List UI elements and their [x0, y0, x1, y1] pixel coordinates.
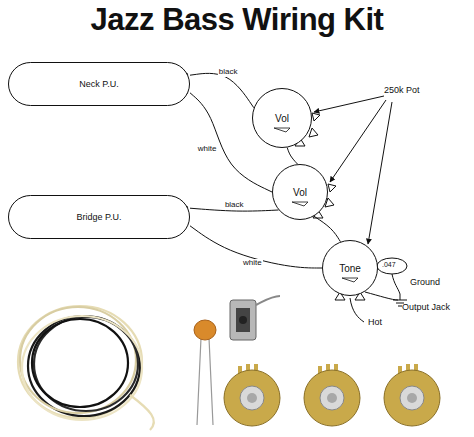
capacitor-part	[194, 320, 216, 340]
pot-outline	[323, 241, 378, 296]
pot-circle: Tone	[322, 240, 378, 296]
callout-leaders	[330, 100, 386, 182]
pot-parts	[224, 370, 280, 426]
jack-wires	[400, 294, 401, 300]
pot-parts	[327, 393, 337, 403]
pot-circle: Vol	[252, 88, 312, 148]
title: Jazz Bass Wiring Kit	[0, 2, 474, 38]
output-jack-part	[236, 308, 250, 332]
pot-parts	[224, 364, 280, 426]
pot-parts	[384, 370, 440, 426]
pot-lugs	[312, 113, 320, 121]
pot-lugs	[309, 128, 318, 137]
wire-coil	[22, 316, 142, 420]
pickup-box: Neck P.U.	[8, 62, 190, 106]
pickup-outline	[9, 196, 190, 239]
pot-parts	[320, 386, 344, 410]
pot-outline	[253, 89, 312, 148]
pot-parts	[407, 393, 417, 403]
pot-parts	[304, 370, 360, 426]
capacitor-part	[197, 338, 213, 425]
output-jack-part	[239, 316, 247, 324]
wire	[190, 226, 322, 268]
part-label: Output Jack	[402, 303, 450, 313]
node-label: Tone	[339, 263, 361, 274]
pot-parts	[224, 364, 440, 426]
pot-circle: Vol	[272, 164, 328, 220]
node-label: Vol	[275, 113, 289, 124]
wire	[190, 73, 254, 107]
wire-coil	[18, 306, 154, 430]
output-jack-part	[230, 296, 280, 340]
output-jack-part	[256, 296, 280, 305]
wire-color-label: black	[224, 201, 245, 210]
wire	[314, 216, 340, 241]
wire-color-label: black	[218, 68, 239, 77]
pot-parts	[240, 386, 264, 410]
jack-wires	[365, 292, 398, 300]
part-label: Hot	[368, 318, 382, 328]
part-label: 250k Pot	[384, 86, 420, 96]
node-label: Neck P.U.	[79, 79, 118, 89]
wire-coil	[130, 395, 154, 430]
capacitor-symbol	[377, 258, 407, 294]
pickup-outline	[9, 63, 190, 106]
part-label: .047	[382, 261, 396, 269]
part-label: Ground	[410, 278, 440, 288]
capacitor-symbol	[377, 258, 407, 274]
jack-wires	[350, 298, 364, 322]
capacitor-symbol	[392, 274, 400, 294]
wiper-symbol	[292, 202, 308, 206]
callout-leaders	[314, 96, 392, 244]
pot-parts	[384, 364, 440, 426]
pot-lugs	[328, 184, 336, 192]
pot-parts	[247, 393, 257, 403]
wire-color-label: white	[242, 259, 263, 268]
wire	[287, 148, 297, 165]
callout-leaders	[368, 102, 392, 244]
pot-parts	[400, 386, 424, 410]
wiper-symbol	[274, 128, 290, 132]
pot-outline	[273, 165, 328, 220]
wiper-symbol	[342, 278, 358, 282]
pickup-box: Bridge P.U.	[8, 195, 190, 239]
node-label: Vol	[293, 187, 307, 198]
wire-coil	[20, 307, 136, 413]
capacitor-part	[194, 320, 216, 425]
node-label: Bridge P.U.	[77, 212, 122, 222]
pot-parts	[304, 364, 360, 426]
wire-color-label: white	[197, 145, 218, 154]
output-jack-part	[230, 300, 256, 340]
wire-coil	[32, 319, 128, 407]
callout-leaders	[314, 96, 384, 112]
